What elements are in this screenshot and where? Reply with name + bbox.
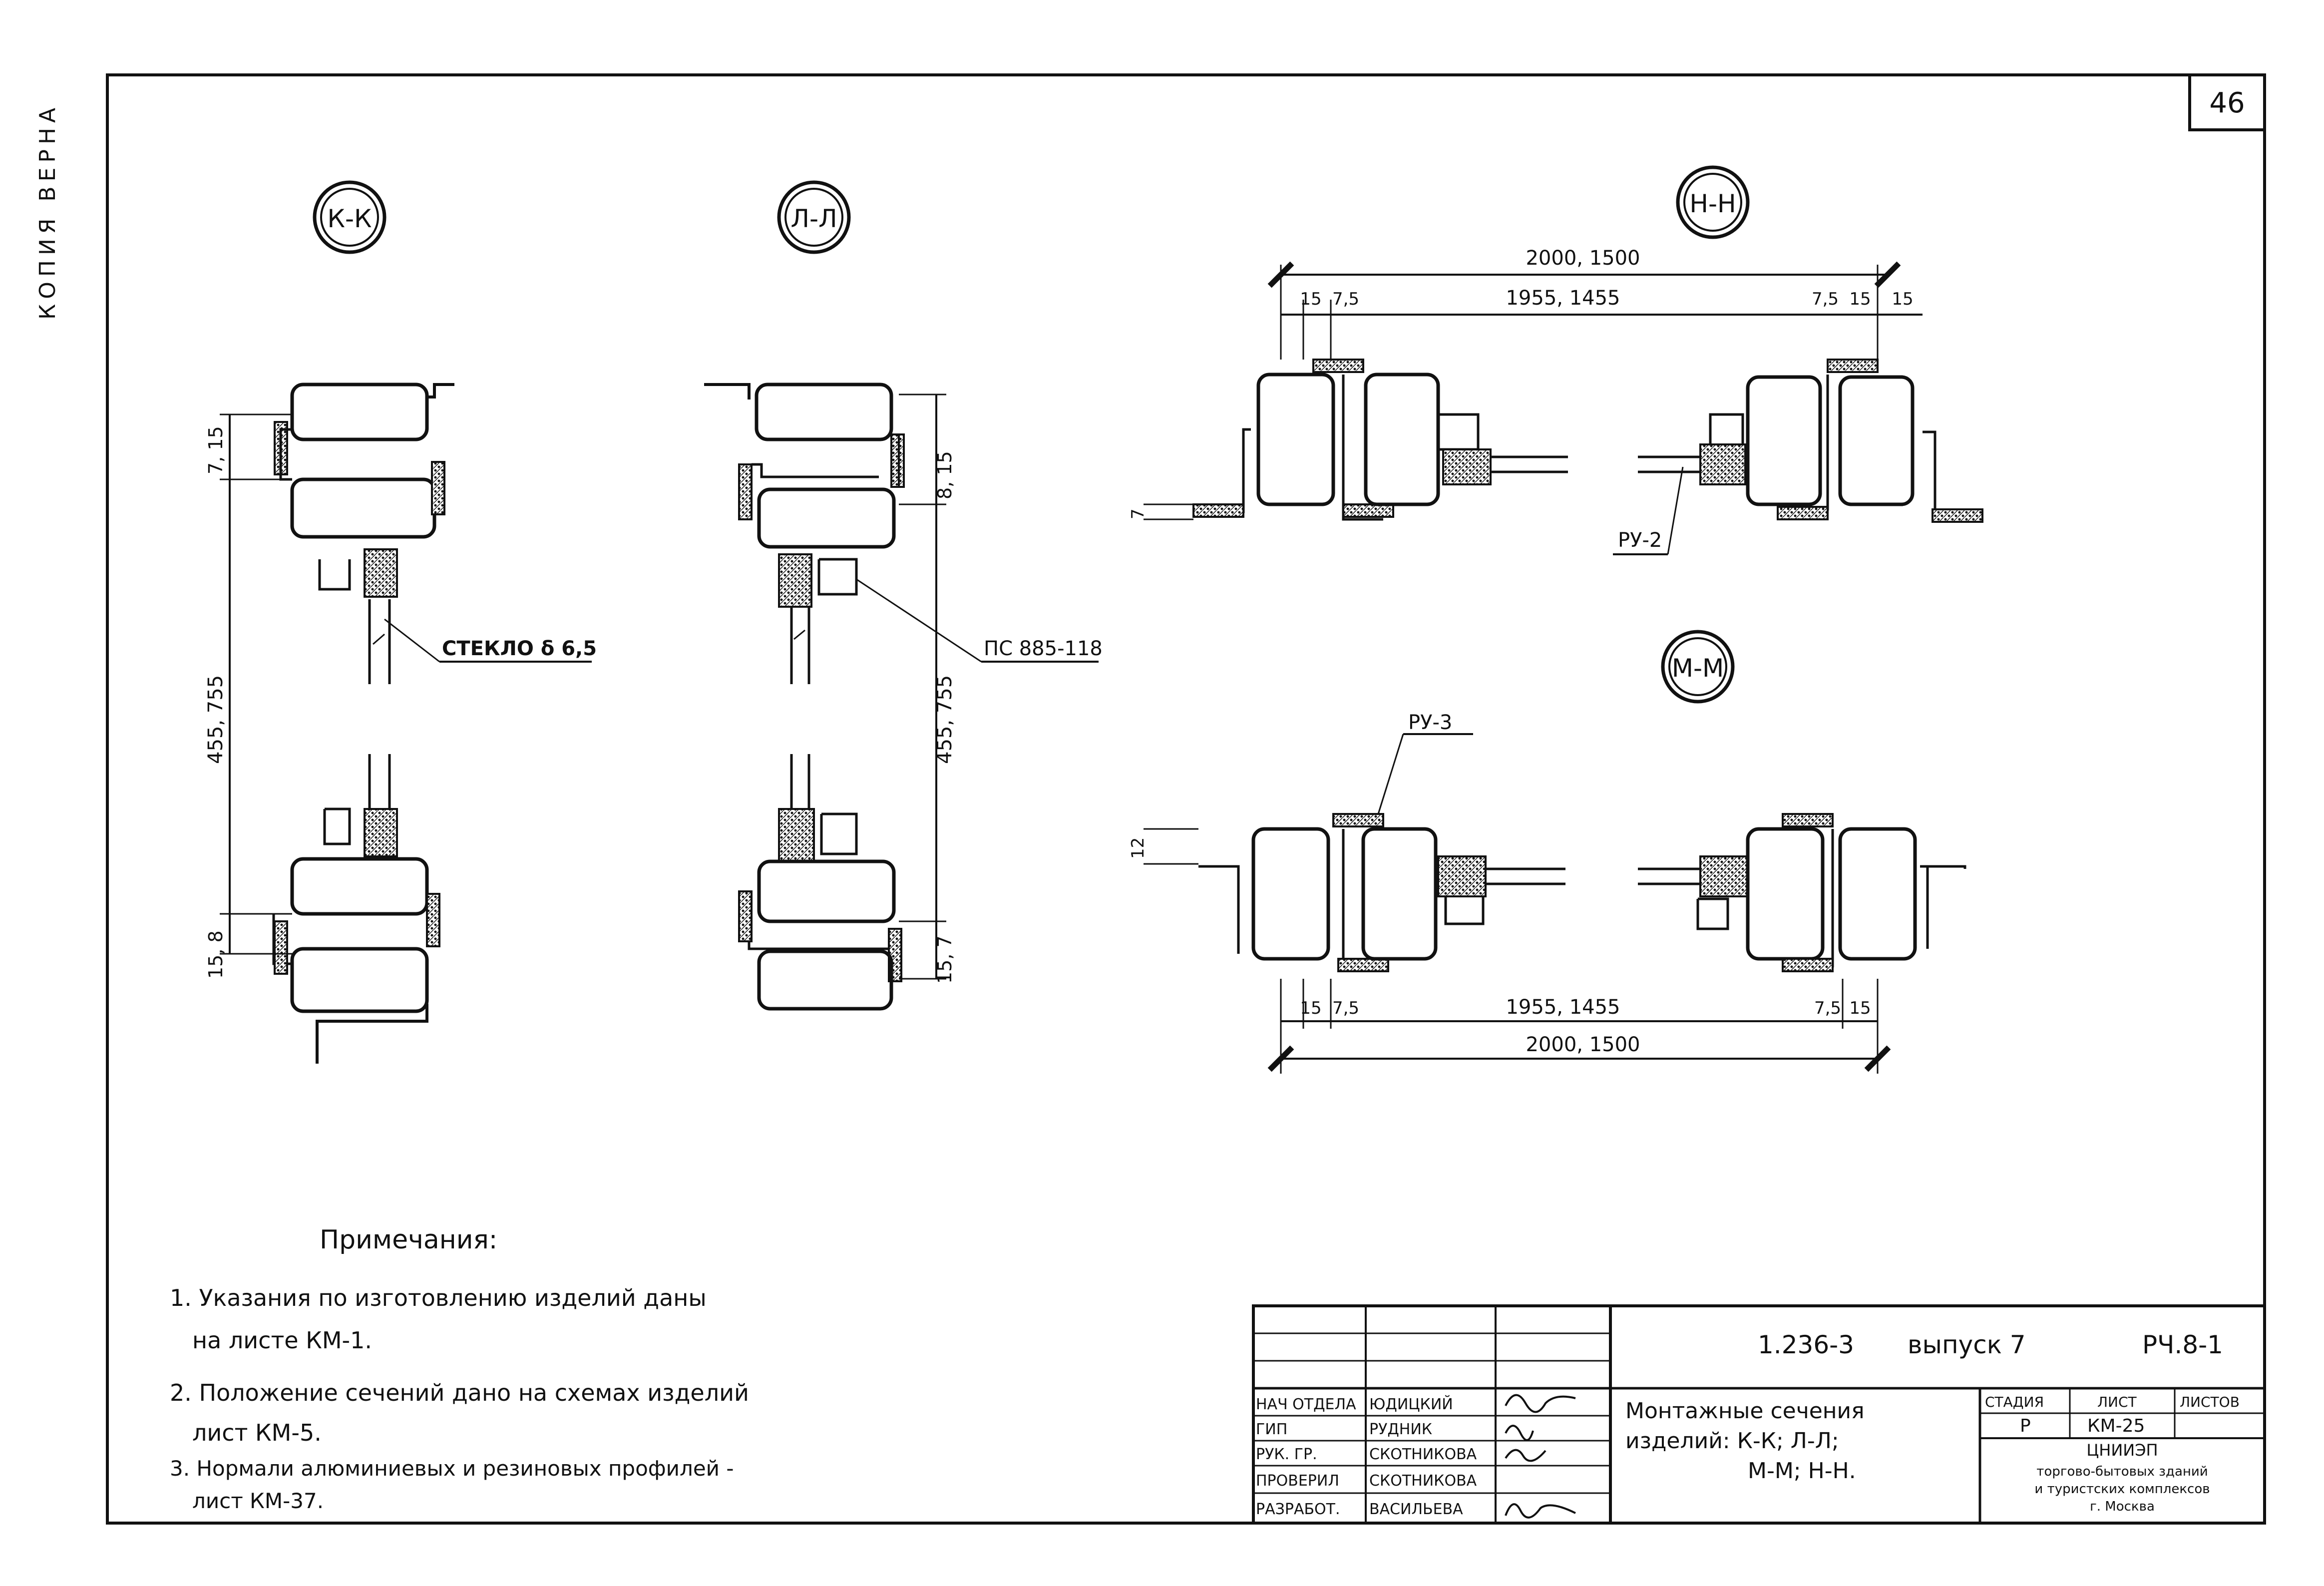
section-ll: Л-Л ПС 885-118 8, 15 455, 755 15, 7 — [704, 180, 1103, 1011]
kk-dim-vertical: 455, 755 — [204, 675, 227, 764]
kk-dim-bottom: 15, 8 — [205, 930, 227, 979]
name-4: СКОТНИКОВА — [1369, 1472, 1477, 1490]
org-line-2: торгово-бытовых зданий — [2036, 1464, 2208, 1479]
note-1-line-1: 1. Указания по изготовлению изделий даны — [170, 1284, 707, 1311]
role-5: РАЗРАБОТ. — [1256, 1501, 1340, 1518]
stage-value: Р — [2020, 1416, 2031, 1436]
mm-dim-right-a: 7,5 — [1814, 998, 1841, 1018]
note-2-line-1: 2. Положение сечений дано на схемах изде… — [170, 1379, 749, 1406]
stage-header: СТАДИЯ — [1985, 1394, 2044, 1410]
sheet-header: ЛИСТ — [2097, 1394, 2137, 1410]
doc-issue: выпуск 7 — [1908, 1330, 2026, 1359]
name-3: СКОТНИКОВА — [1369, 1446, 1477, 1463]
section-kk: К-К СТЕКЛО δ 6,5 7, 15 455, 75 — [204, 180, 597, 1064]
signature-2 — [1505, 1425, 1534, 1441]
nn-dim-inner: 1955, 1455 — [1506, 287, 1620, 310]
name-1: ЮДИЦКИЙ — [1369, 1395, 1453, 1413]
title-block — [1252, 1304, 2266, 1525]
nn-dim-left-b: 7,5 — [1332, 289, 1359, 309]
sheet-number-box — [2188, 73, 2266, 131]
callout-ru2: РУ-2 — [1618, 529, 1662, 552]
section-nn-label: Н-Н — [1689, 189, 1736, 218]
org-line-3: и туристских комплексов — [2034, 1482, 2210, 1497]
nn-dim-total: 2000, 1500 — [1526, 247, 1640, 270]
callout-glass: СТЕКЛО δ 6,5 — [442, 637, 597, 660]
title-block-text: 1.236-3 выпуск 7 РЧ.8-1 НАЧ ОТДЕЛА ЮДИЦК… — [1256, 1330, 2240, 1518]
note-3-line-1: 3. Нормали алюминиевых и резиновых профи… — [170, 1456, 734, 1481]
section-kk-marker — [313, 180, 387, 254]
ll-dim-vertical: 455, 755 — [933, 675, 956, 764]
ll-dim-bottom: 15, 7 — [934, 935, 956, 984]
sheets-header: ЛИСТОВ — [2180, 1394, 2240, 1410]
name-5: ВАСИЛЬЕВА — [1369, 1501, 1463, 1518]
kk-dim-top: 7, 15 — [205, 426, 227, 474]
signature-3 — [1505, 1449, 1547, 1462]
notes-title: Примечания: — [320, 1225, 497, 1255]
doc-title-line-3: М-М; Н-Н. — [1748, 1458, 1856, 1484]
org-line-1: ЦНИИЭП — [2086, 1441, 2158, 1460]
role-4: ПРОВЕРИЛ — [1256, 1472, 1339, 1490]
section-kk-label: К-К — [327, 204, 372, 233]
org-line-4: г. Москва — [2090, 1499, 2155, 1514]
nn-dim-side: 7 — [1128, 508, 1148, 519]
name-2: РУДНИК — [1369, 1421, 1432, 1438]
note-2-line-2: лист КМ-5. — [192, 1419, 322, 1446]
signature-4 — [1505, 1503, 1576, 1519]
section-mm-label: М-М — [1672, 654, 1724, 683]
doc-title-line-1: Монтажные сечения — [1625, 1398, 1865, 1424]
copy-stamp: КОПИЯ ВЕРНА — [35, 103, 60, 320]
mm-dim-total: 2000, 1500 — [1526, 1033, 1640, 1056]
sheet-number: 46 — [2209, 87, 2245, 119]
section-ll-label: Л-Л — [790, 204, 837, 233]
section-nn: Н-Н 2000, 1500 1955, 1455 15 7,5 7,5 15 … — [1128, 165, 1983, 555]
mm-dim-left-b: 7,5 — [1332, 998, 1359, 1018]
doc-code: 1.236-3 — [1758, 1330, 1854, 1359]
nn-dim-right-a: 7,5 — [1812, 289, 1839, 309]
nn-dim-right-b: 15 — [1849, 289, 1871, 309]
sheet-value: КМ-25 — [2087, 1416, 2145, 1436]
section-mm-marker — [1661, 630, 1735, 704]
role-3: РУК. ГР. — [1256, 1446, 1317, 1463]
section-ll-marker — [777, 180, 851, 254]
doc-ref: РЧ.8-1 — [2142, 1330, 2223, 1359]
callout-ru3: РУ-3 — [1408, 711, 1452, 734]
notes: Примечания: 1. Указания по изготовлению … — [170, 1225, 749, 1513]
mm-dim-inner: 1955, 1455 — [1506, 996, 1620, 1019]
mm-dim-right-b: 15 — [1849, 998, 1871, 1018]
mm-dim-side: 12 — [1128, 837, 1148, 859]
section-nn-marker — [1676, 165, 1750, 239]
doc-title-line-2: изделий: К-К; Л-Л; — [1625, 1428, 1839, 1454]
note-3-line-2: лист КМ-37. — [192, 1489, 324, 1513]
section-mm: М-М РУ-3 12 1955, 1455 15 — [1128, 630, 1966, 1074]
ll-dim-top: 8, 15 — [934, 451, 956, 499]
role-2: ГИП — [1256, 1421, 1287, 1438]
note-1-line-2: на листе КМ-1. — [192, 1327, 372, 1354]
callout-profile: ПС 885-118 — [984, 637, 1103, 660]
signature-1 — [1505, 1394, 1576, 1413]
sheet-frame — [106, 73, 2266, 1525]
nn-dim-right-c: 15 — [1892, 289, 1913, 309]
role-1: НАЧ ОТДЕЛА — [1256, 1396, 1356, 1413]
